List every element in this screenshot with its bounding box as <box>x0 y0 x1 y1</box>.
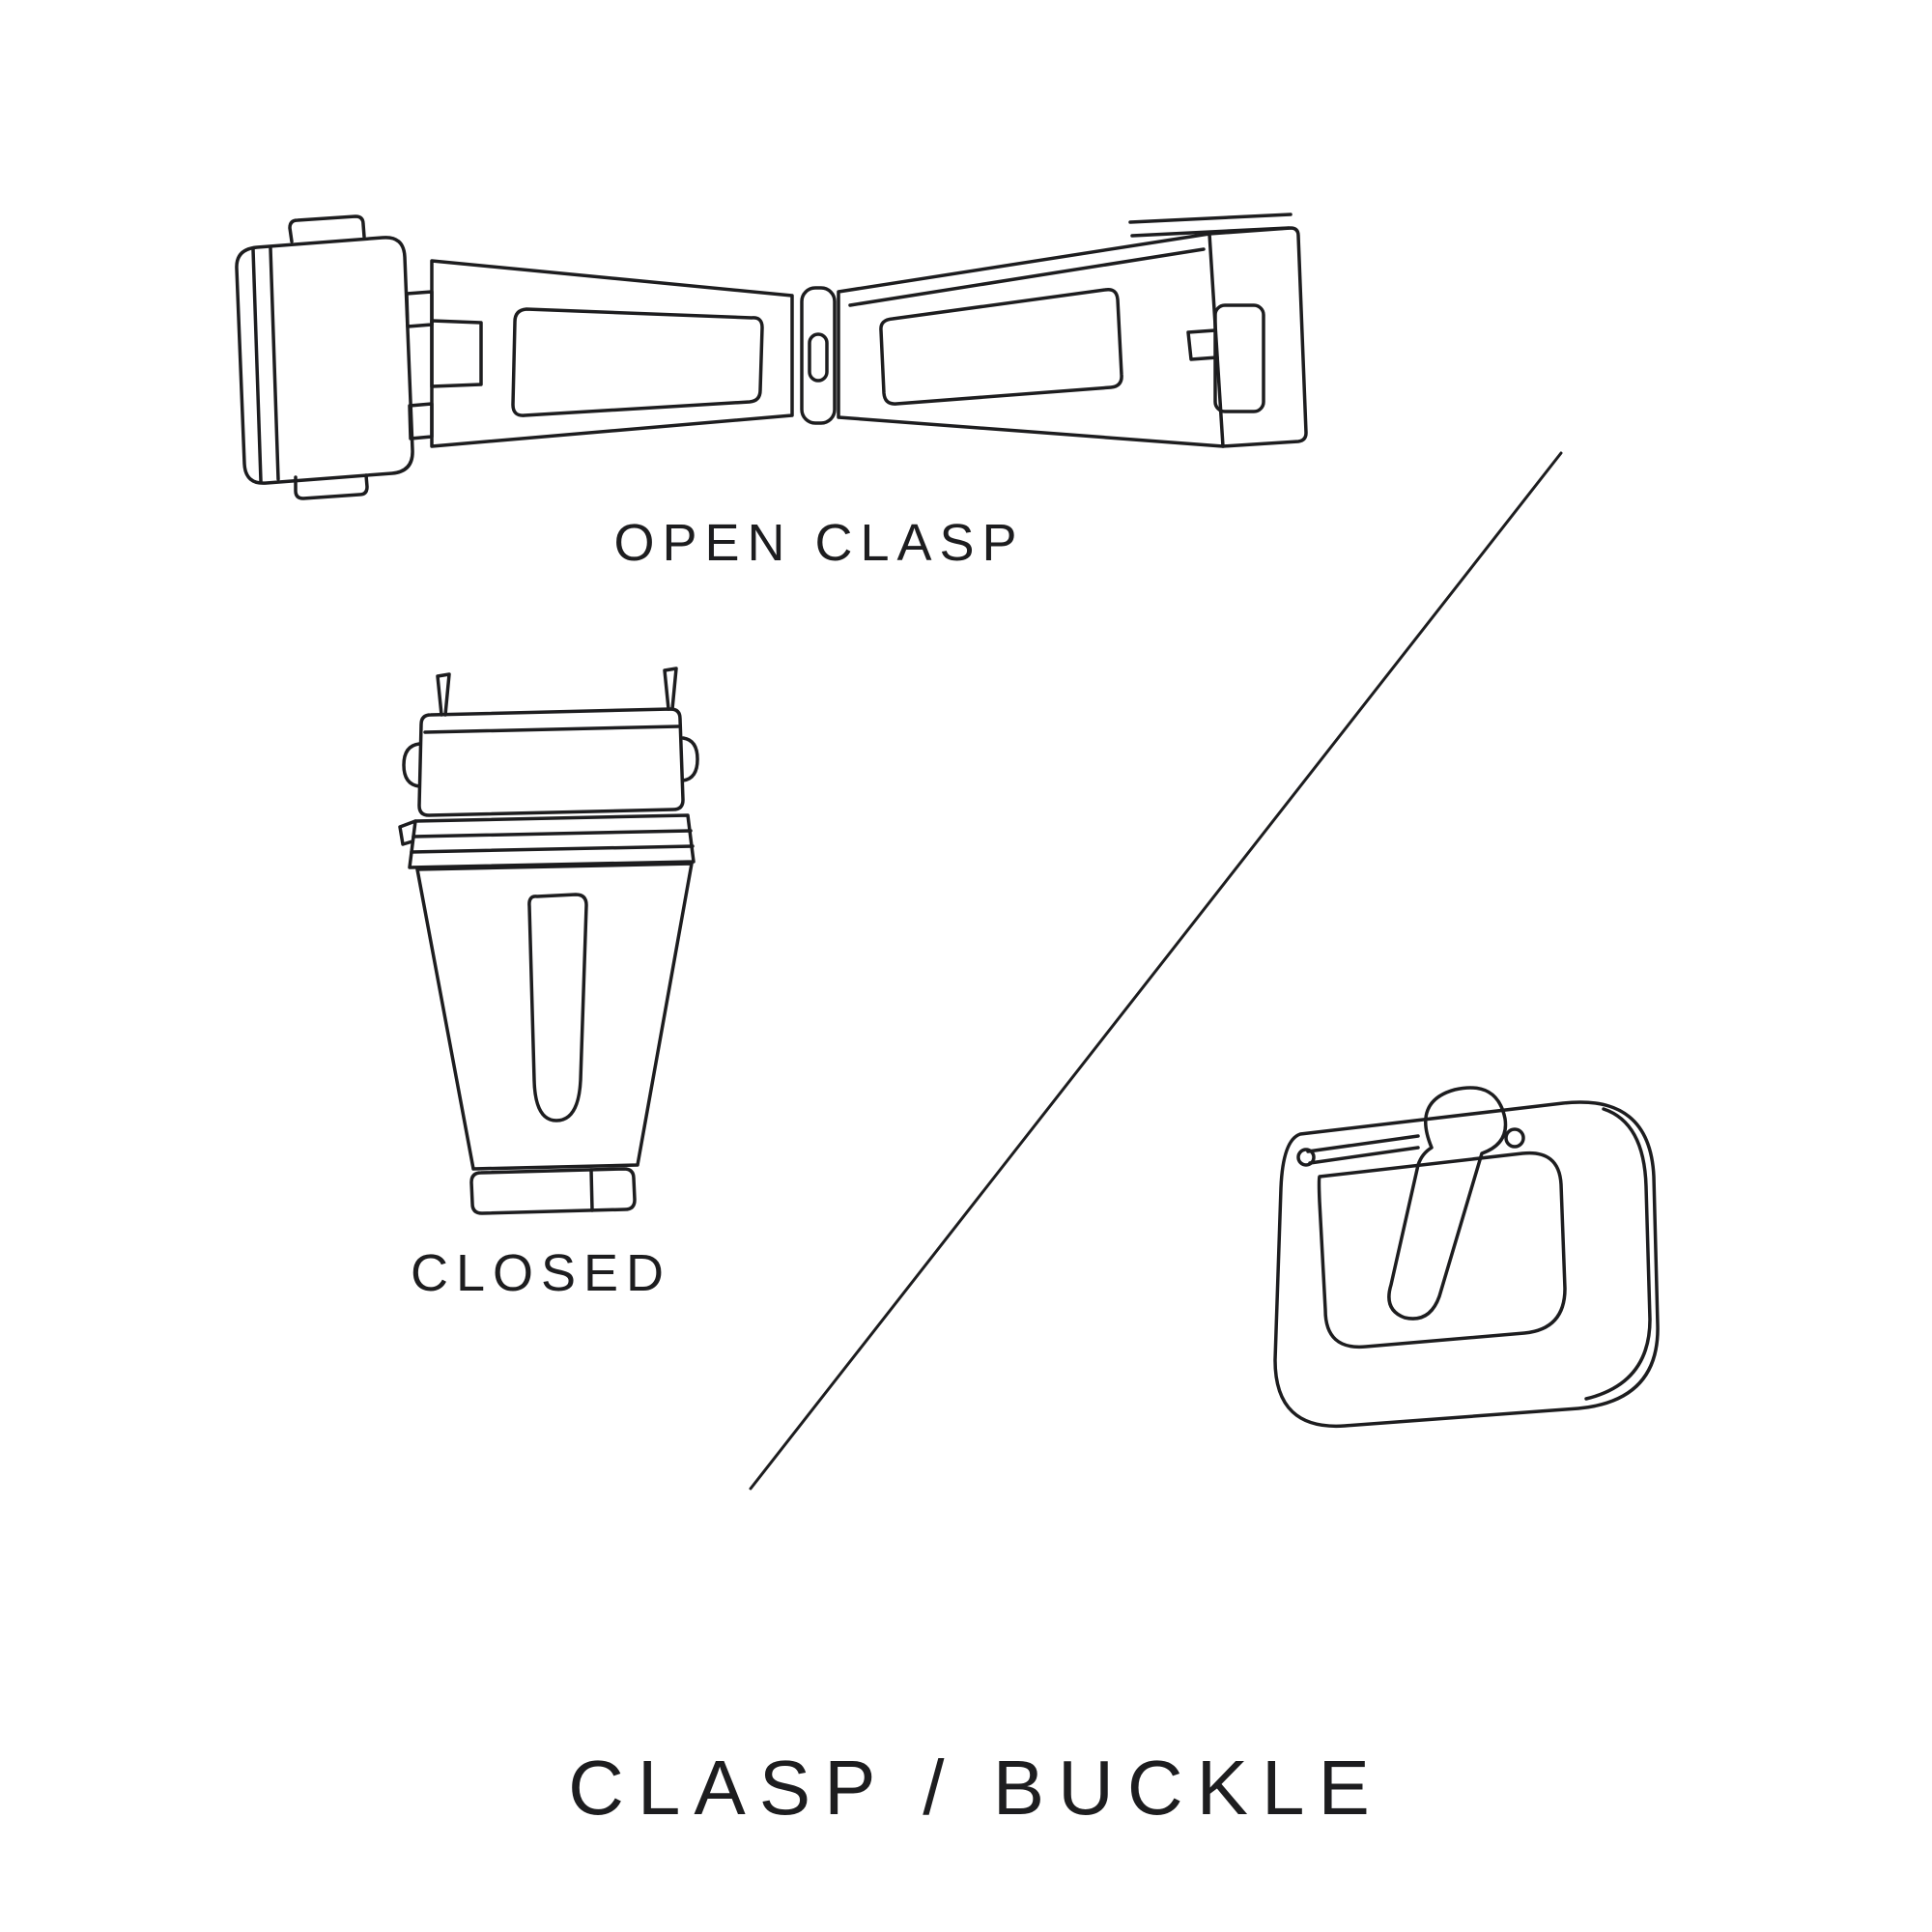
open-clasp-end-plate-line-1 <box>1128 213 1293 224</box>
closed-clasp-right-prong <box>663 667 678 711</box>
buckle-outer-frame <box>1273 1100 1660 1429</box>
closed-clasp-body-inner-slot <box>527 893 588 1122</box>
closed-clasp-left-ear <box>402 742 421 788</box>
open-clasp-left-band-fold-line-1 <box>251 247 263 483</box>
closed-clasp-band <box>408 813 696 869</box>
open-clasp-left-arm-notch <box>430 319 483 388</box>
open-clasp-hinge-pin <box>808 332 829 383</box>
open-clasp-label: OPEN CLASP <box>613 514 1024 572</box>
open-clasp-left-band-top-tab <box>288 214 366 243</box>
open-clasp-knuckle-top <box>405 290 434 328</box>
open-clasp-end-plate-line-2 <box>1130 226 1291 238</box>
buckle-spring-bar-end-cap <box>1296 1148 1316 1167</box>
closed-clasp-band-line-2 <box>410 844 695 854</box>
open-clasp-left-band-bottom-tab <box>294 473 369 500</box>
closed-clasp-illustration <box>398 667 699 1215</box>
open-clasp-end-plate <box>1208 226 1308 448</box>
open-clasp-hook-lip <box>1186 328 1219 361</box>
closed-clasp-bottom-bar <box>469 1167 637 1215</box>
buckle-spring-bar-line-2 <box>1308 1146 1420 1165</box>
closed-clasp-band-left-notch <box>398 819 417 846</box>
open-clasp-illustration <box>235 213 1308 500</box>
buckle-inner-opening <box>1317 1151 1567 1350</box>
open-clasp-left-band-fold-line-2 <box>269 246 280 481</box>
open-clasp-right-arm-top-line <box>848 247 1206 307</box>
page-title: CLASP / BUCKLE <box>568 1745 1383 1831</box>
buckle-illustration <box>1273 1086 1660 1429</box>
divider-line <box>749 451 1563 1491</box>
closed-clasp-label: CLOSED <box>411 1244 671 1302</box>
buckle-right-limb-line <box>1584 1107 1652 1401</box>
open-clasp-hinge <box>800 286 837 425</box>
open-clasp-left-band <box>235 236 414 485</box>
buckle-tang-loop-ring <box>1504 1127 1525 1149</box>
closed-clasp-band-line-1 <box>412 829 693 838</box>
closed-clasp-top-box-edge-line <box>423 724 680 734</box>
open-clasp-left-arm <box>430 259 794 448</box>
buckle-spring-bar-line-1 <box>1306 1134 1420 1153</box>
open-clasp-left-arm-inner-outline <box>511 307 764 417</box>
open-clasp-right-arm <box>837 232 1225 448</box>
closed-clasp-top-box <box>417 707 685 817</box>
open-clasp-hook <box>1213 303 1265 413</box>
open-clasp-right-arm-inner-outline <box>879 287 1123 406</box>
closed-clasp-right-ear <box>681 736 699 782</box>
closed-clasp-left-prong <box>436 672 451 717</box>
closed-clasp-bottom-bar-tick <box>589 1168 594 1212</box>
closed-clasp-body <box>415 862 694 1171</box>
buckle-tang <box>1387 1086 1508 1321</box>
